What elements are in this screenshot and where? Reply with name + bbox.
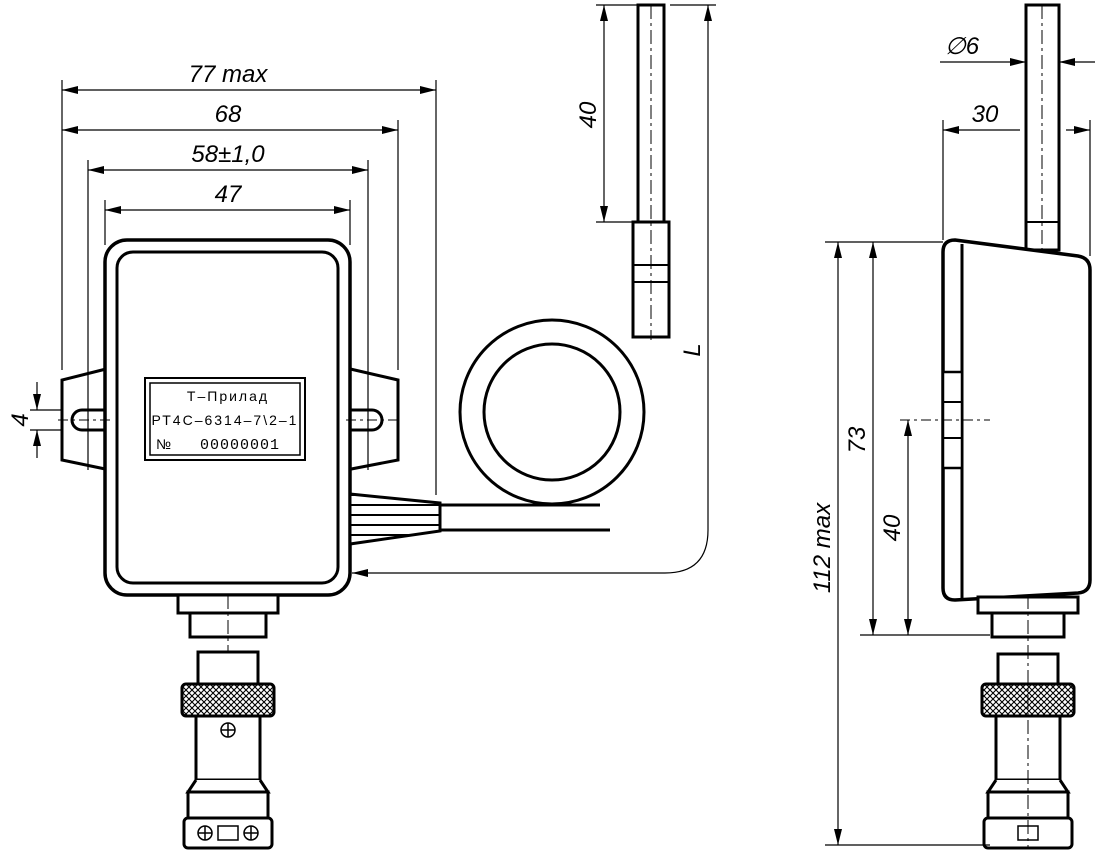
left-mounting-ear <box>60 366 112 472</box>
side-extension-lines <box>825 120 1091 846</box>
dim-depth: 30 <box>972 101 999 128</box>
dim-probe-exit-height: 73 <box>844 426 871 453</box>
dim-height-max: 112 max <box>809 502 836 593</box>
cable-gland <box>348 492 442 546</box>
dim-mount-span: 68 <box>215 101 242 128</box>
dim-probe-diameter: ∅6 <box>945 33 980 60</box>
dim-hole-spacing: 58±1,0 <box>191 141 265 168</box>
nameplate: Т–Прилад РТ4С–6314–7\2–1 № 00000001 <box>144 377 306 461</box>
dim-probe-tip-length: 40 <box>575 101 602 128</box>
temperature-probe <box>631 3 671 340</box>
nameplate-manufacturer: Т–Прилад <box>187 388 269 404</box>
dim-width-max: 77 max <box>189 61 269 88</box>
connector <box>176 593 280 850</box>
side-probe <box>1024 3 1061 252</box>
capillary-tube <box>440 300 664 532</box>
dim-probe-length: L <box>679 343 706 356</box>
dim-mount-height: 40 <box>879 514 906 541</box>
nameplate-model: РТ4С–6314–7\2–1 <box>152 412 299 428</box>
side-connector <box>976 595 1080 850</box>
side-view: ∅6 30 112 max 73 40 <box>809 3 1095 850</box>
front-view: Т–Прилад РТ4С–6314–7\2–1 № 00000001 <box>7 3 716 850</box>
side-dimension-lines <box>834 58 1095 845</box>
nameplate-serial-number: 00000001 <box>200 437 280 454</box>
side-housing <box>900 238 1092 602</box>
dimension-lines <box>33 5 712 577</box>
right-mounting-ear <box>344 366 400 472</box>
nameplate-serial-label: № <box>156 436 173 452</box>
dim-body-width: 47 <box>215 181 243 208</box>
dim-slot-width: 4 <box>7 413 34 426</box>
